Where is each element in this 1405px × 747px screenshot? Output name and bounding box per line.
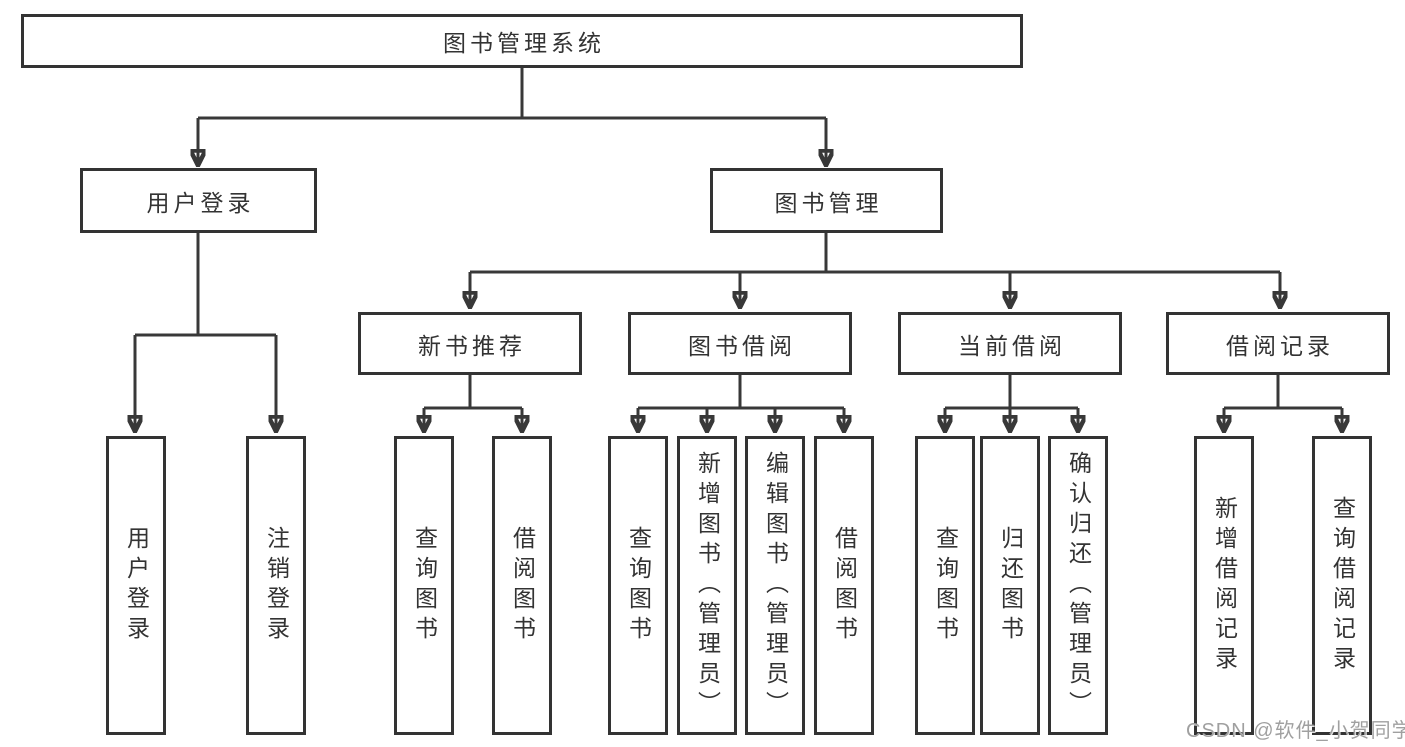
leaf-newrec-query-books: 查询图书 (394, 436, 454, 735)
node-new-book-recommend: 新书推荐 (358, 312, 582, 375)
node-root-system: 图书管理系统 (21, 14, 1023, 68)
leaf-borrow-edit-books-admin: 编辑图书（管理员） (745, 436, 805, 735)
leaf-current-query-books: 查询图书 (915, 436, 975, 735)
leaf-newrec-borrow-books: 借阅图书 (492, 436, 552, 735)
connector-user-login-trunk (135, 233, 276, 337)
leaf-record-add-borrow-record: 新增借阅记录 (1194, 436, 1254, 735)
leaf-record-query-borrow-record: 查询借阅记录 (1312, 436, 1372, 735)
connector-book-mgmt-trunk (470, 233, 1280, 274)
connector-current-trunk (945, 375, 1078, 410)
connector-book-borrow-trunk (638, 375, 844, 410)
leaf-borrow-add-books-admin: 新增图书（管理员） (677, 436, 737, 735)
leaf-user-login: 用户登录 (106, 436, 166, 735)
csdn-watermark: CSDN @软件_小贺同学 (1186, 720, 1405, 742)
leaf-current-confirm-return-admin: 确认归还（管理员） (1048, 436, 1108, 735)
node-current-borrow: 当前借阅 (898, 312, 1122, 375)
leaf-borrow-query-books: 查询图书 (608, 436, 668, 735)
leaf-current-return-books: 归还图书 (980, 436, 1040, 735)
leaf-borrow-borrow-books: 借阅图书 (814, 436, 874, 735)
connector-new-rec-trunk (424, 375, 522, 410)
node-user-login: 用户登录 (80, 168, 317, 233)
leaf-logout: 注销登录 (246, 436, 306, 735)
connector-root-trunk (198, 68, 826, 120)
connector-record-trunk (1224, 375, 1342, 410)
node-book-borrow: 图书借阅 (628, 312, 852, 375)
node-borrow-record: 借阅记录 (1166, 312, 1390, 375)
node-book-management: 图书管理 (710, 168, 943, 233)
